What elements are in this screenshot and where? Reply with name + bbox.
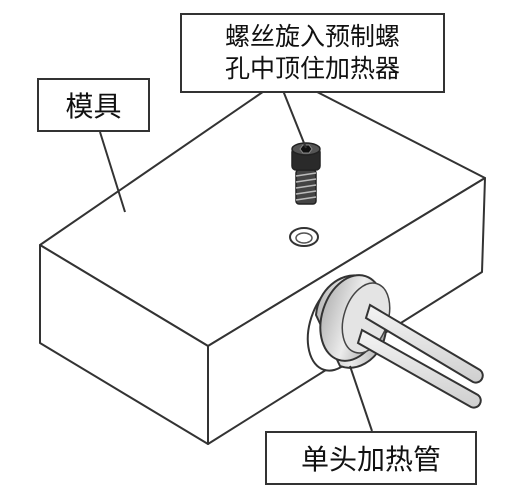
label-mold: 模具 <box>37 78 150 132</box>
leader-line-mold <box>99 131 126 213</box>
heater-lead-wires <box>356 303 484 409</box>
screw-icon <box>291 142 321 205</box>
label-screw-line-2: 孔中顶住加热器 <box>224 54 400 83</box>
leader-lines <box>99 87 373 432</box>
cartridge-heater-icon <box>306 274 484 409</box>
label-screw-line-1: 螺丝旋入预制螺 <box>224 22 400 51</box>
label-single-head-heater: 单头加热管 <box>265 431 477 485</box>
leader-line-heater <box>349 365 373 432</box>
label-screw-into-hole: 螺丝旋入预制螺 孔中顶住加热器 <box>180 13 445 93</box>
label-mold-text: 模具 <box>65 90 122 123</box>
leader-line-screw <box>281 87 307 149</box>
label-heater-text: 单头加热管 <box>300 443 441 476</box>
threaded-hole-icon <box>289 227 319 247</box>
